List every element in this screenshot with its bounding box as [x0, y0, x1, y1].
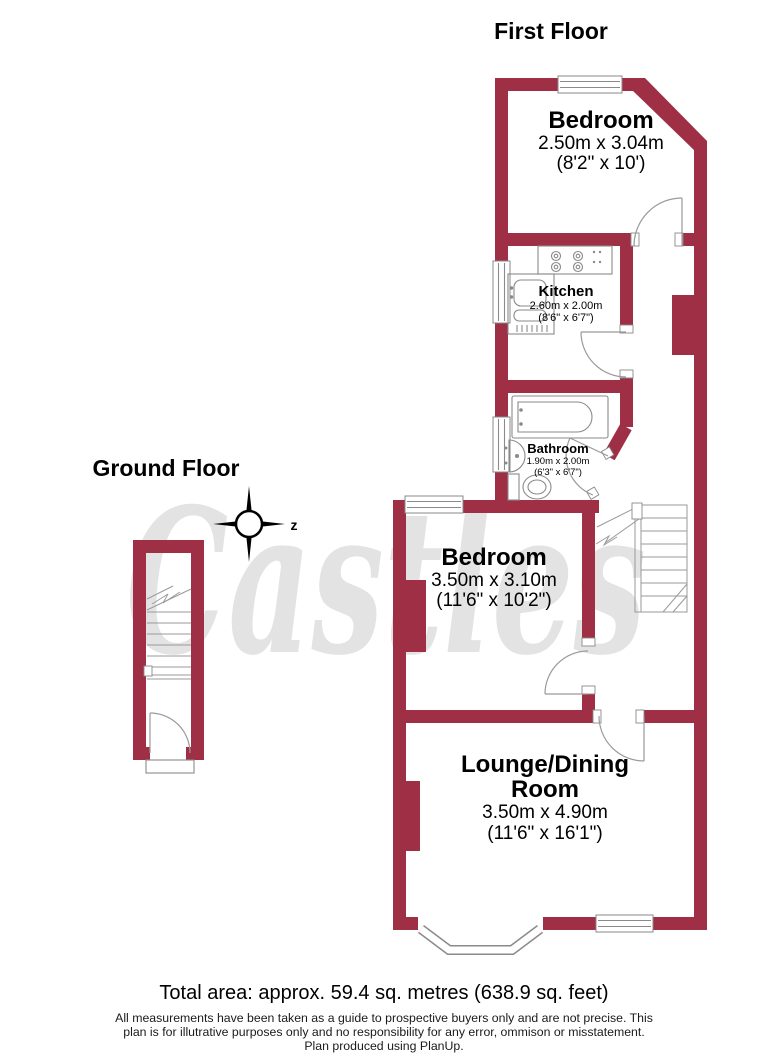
- lounge-label: Lounge/Dining Room 3.50m x 4.90m (11'6" …: [461, 751, 629, 844]
- window-kitchen: [492, 260, 511, 324]
- ground-floor-title: Ground Floor: [93, 455, 240, 481]
- bedroom1-name: Bedroom: [548, 107, 653, 134]
- labels: First Floor Ground Floor Bedroom 2.50m x…: [93, 18, 664, 1053]
- sink-icon: [507, 273, 555, 335]
- first-floor-title: First Floor: [494, 18, 608, 44]
- stairs-ground-floor: [143, 585, 195, 774]
- basin-icon: [504, 439, 526, 473]
- door-entrance-hall: [149, 712, 191, 754]
- lounge-name-line2: Room: [511, 776, 579, 803]
- kitchen-name: Kitchen: [538, 283, 593, 300]
- bedroom2-label: Bedroom 3.50m x 3.10m (11'6" x 10'2"): [431, 544, 557, 611]
- disclaimer-line3: Plan produced using PlanUp.: [304, 1039, 463, 1053]
- kitchen-label: Kitchen 2.60m x 2.00m (8'6" x 6'7"): [530, 283, 603, 324]
- toilet-icon: [507, 473, 552, 501]
- chimney-breast-lounge: [406, 781, 420, 851]
- footer: Total area: approx. 59.4 sq. metres (638…: [115, 982, 653, 1053]
- bedroom2-metric: 3.50m x 3.10m: [431, 570, 557, 591]
- bathroom-label: Bathroom 1.90m x 2.00m (6'3" x 6'7"): [527, 441, 590, 478]
- disclaimer-line2: plan is for illutrative purposes only an…: [123, 1025, 644, 1039]
- window-bathroom: [492, 416, 511, 473]
- bathroom-imperial: (6'3" x 6'7"): [534, 467, 582, 478]
- bathroom-name: Bathroom: [527, 441, 588, 456]
- disclaimer-line1: All measurements have been taken as a gu…: [115, 1011, 653, 1025]
- bedroom1-imperial: (8'2" x 10'): [557, 153, 646, 174]
- kitchen-fixtures: [507, 245, 613, 335]
- chimney-breast-landing: [672, 295, 694, 355]
- lounge-metric: 3.50m x 4.90m: [482, 802, 608, 823]
- window-lounge: [595, 914, 654, 933]
- bedroom2-imperial: (11'6" x 10'2"): [436, 590, 551, 611]
- doors: [149, 197, 683, 762]
- window-bedroom2: [404, 495, 464, 514]
- bedroom1-metric: 2.50m x 3.04m: [538, 133, 664, 154]
- entrance-step: [145, 759, 195, 774]
- bathroom-metric: 1.90m x 2.00m: [527, 456, 590, 467]
- kitchen-imperial: (8'6" x 6'7"): [538, 312, 593, 324]
- door-lounge: [598, 715, 645, 762]
- lounge-imperial: (11'6" x 16'1"): [487, 823, 602, 844]
- door-caps: [581, 232, 684, 724]
- door-bathroom: [565, 437, 609, 496]
- door-bedroom2: [544, 650, 589, 695]
- stairs-first-floor: [595, 502, 688, 613]
- bathroom-fixtures: [504, 395, 609, 501]
- window-bedroom1: [557, 75, 623, 94]
- compass: z: [213, 486, 298, 562]
- kitchen-metric: 2.60m x 2.00m: [530, 300, 603, 312]
- total-area-text: Total area: approx. 59.4 sq. metres (638…: [159, 982, 608, 1004]
- door-bedroom1: [633, 197, 683, 247]
- bedroom2-name: Bedroom: [441, 544, 546, 571]
- hob-icon: [537, 245, 613, 275]
- compass-circle: [234, 509, 264, 539]
- lounge-name-line1: Lounge/Dining: [461, 751, 629, 778]
- bay-window: [418, 925, 543, 955]
- chimney-breast-bedroom2: [406, 580, 426, 652]
- compass-north-label: z: [291, 517, 298, 533]
- door-kitchen: [580, 331, 627, 378]
- bathtub-icon: [511, 395, 609, 439]
- windows: [404, 75, 654, 955]
- bedroom1-label: Bedroom 2.50m x 3.04m (8'2" x 10'): [538, 107, 664, 174]
